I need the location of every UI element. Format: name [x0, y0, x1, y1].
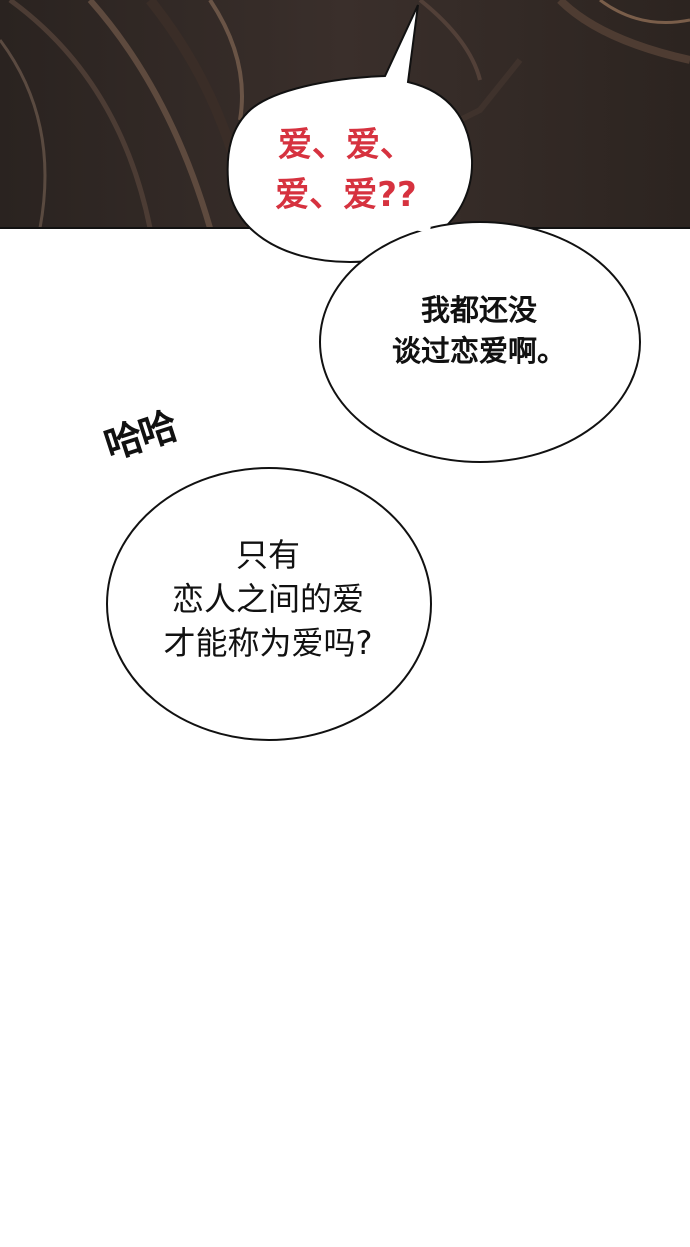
speech-bubble-only-lovers	[106, 467, 432, 741]
never-dated-text: 我都还没 谈过恋爱啊。	[336, 290, 622, 372]
only-lovers-line-1: 只有	[235, 536, 300, 574]
only-lovers-line-2: 恋人之间的爱	[171, 580, 364, 618]
never-dated-line-2: 谈过恋爱啊。	[391, 334, 566, 368]
speech-bubble-shout	[226, 4, 474, 264]
never-dated-line-1: 我都还没	[420, 293, 537, 327]
shout-line-2: 爱、爱??	[275, 175, 417, 215]
speech-bubble-never-dated	[319, 221, 641, 463]
shout-text: 爱、爱、 爱、爱??	[236, 120, 456, 220]
only-lovers-line-3: 才能称为爱吗?	[163, 624, 373, 662]
shout-line-1: 爱、爱、	[278, 125, 414, 165]
only-lovers-text: 只有 恋人之间的爱 才能称为爱吗?	[118, 533, 418, 665]
